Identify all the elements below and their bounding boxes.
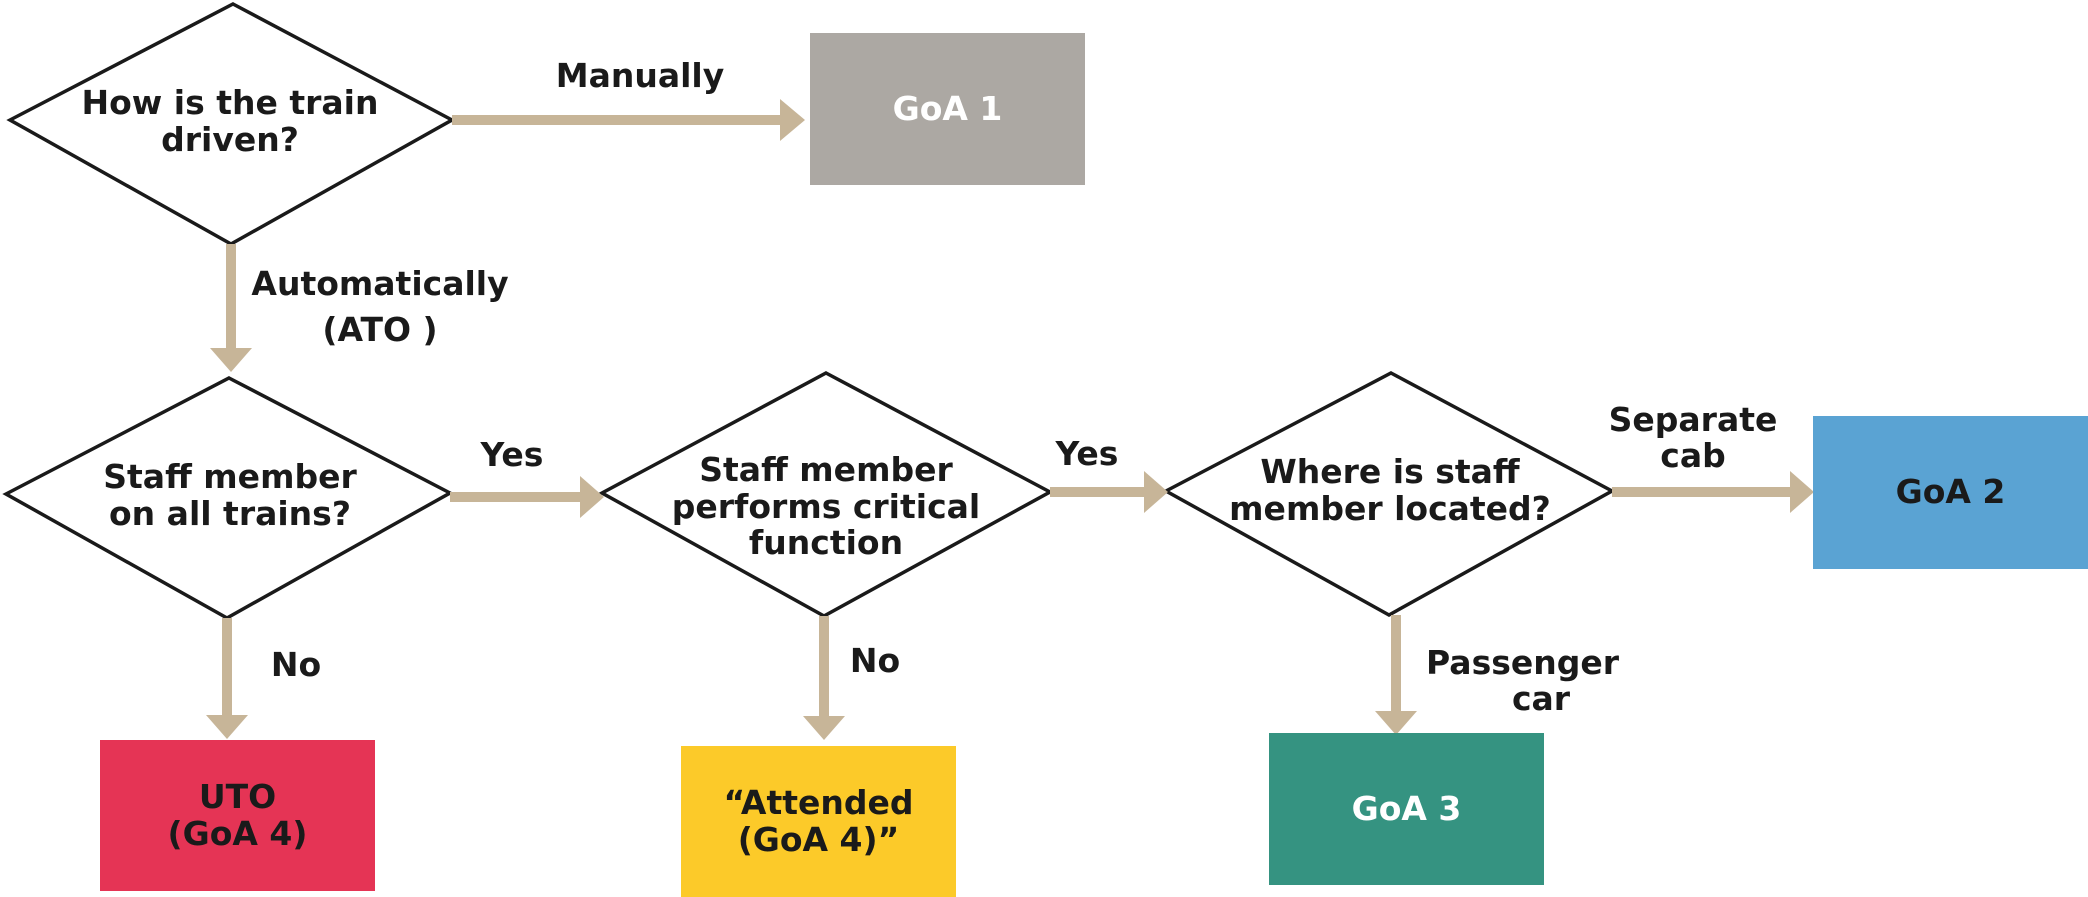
edge-label-yes-1: Yes xyxy=(462,435,562,474)
outcome-label: GoA 2 xyxy=(1895,472,2006,512)
question-line: member located? xyxy=(1229,489,1551,528)
edge-label-line: No xyxy=(849,641,901,680)
edge-label-line: Separate xyxy=(1608,400,1778,439)
question-staff-on-trains: Staff member on all trains? xyxy=(60,454,400,538)
outcome-label: GoA 1 xyxy=(892,88,1003,128)
arrowhead-no-1 xyxy=(206,715,248,739)
edge-label-line: Passenger xyxy=(1426,643,1620,682)
edge-label-line: Automatically xyxy=(251,264,509,303)
question-line: driven? xyxy=(161,120,299,159)
edge-label-passenger-car: Passenger car xyxy=(1426,643,1620,719)
decision-diamond-staff-location xyxy=(1162,371,1616,618)
outcome-label: (GoA 4) xyxy=(167,813,308,853)
question-critical-function: Staff member performs critical function xyxy=(656,448,996,566)
edge-label-line: cab xyxy=(1660,436,1726,476)
outcome-attended-goa-4: “Attended (GoA 4)” xyxy=(681,746,956,897)
arrowhead-yes-1 xyxy=(580,476,604,518)
outcome-goa-1: GoA 1 xyxy=(810,33,1085,185)
edge-label-no-2: No xyxy=(825,641,925,680)
question-line: function xyxy=(748,523,904,563)
edge-label-automatically: Automatically (ATO ) xyxy=(250,264,510,350)
question-line: on all trains? xyxy=(109,494,351,533)
edge-label-line: Yes xyxy=(480,435,544,474)
arrowhead-no-2 xyxy=(803,716,845,740)
question-train-driven: How is the train driven? xyxy=(60,80,400,164)
arrowhead-passenger-car xyxy=(1375,711,1417,735)
question-line: How is the train xyxy=(81,83,379,123)
question-staff-location: Where is staff member located? xyxy=(1220,449,1560,533)
question-line: Staff member xyxy=(699,449,953,489)
outcome-goa-3: GoA 3 xyxy=(1269,733,1544,885)
arrowhead-separate-cab xyxy=(1790,471,1814,513)
outcome-uto-goa-4: UTO (GoA 4) xyxy=(100,740,375,891)
outcome-label: “Attended xyxy=(723,782,914,822)
question-line: Staff member xyxy=(103,457,357,497)
edge-label-line: car xyxy=(1511,679,1571,719)
edge-label-line: Yes xyxy=(1055,434,1119,473)
edge-label-yes-2: Yes xyxy=(1037,434,1137,473)
edge-label-line: No xyxy=(270,645,322,684)
edge-label-no-1: No xyxy=(246,645,346,684)
outcome-goa-2: GoA 2 xyxy=(1813,416,2088,569)
edge-label-manually: Manually xyxy=(540,56,740,95)
question-line: Where is staff xyxy=(1260,452,1520,492)
arrowhead-yes-2 xyxy=(1144,471,1168,513)
edge-label-line: Manually xyxy=(555,56,725,95)
question-line: performs critical xyxy=(671,486,981,526)
outcome-label: GoA 3 xyxy=(1351,788,1462,828)
edge-label-separate-cab: Separate cab xyxy=(1603,400,1783,476)
outcome-label: (GoA 4)” xyxy=(737,819,900,859)
arrowhead-manually xyxy=(780,99,805,141)
arrowhead-automatically xyxy=(210,348,252,372)
edge-label-line: (ATO ) xyxy=(322,310,438,350)
outcome-label: UTO xyxy=(198,776,277,816)
